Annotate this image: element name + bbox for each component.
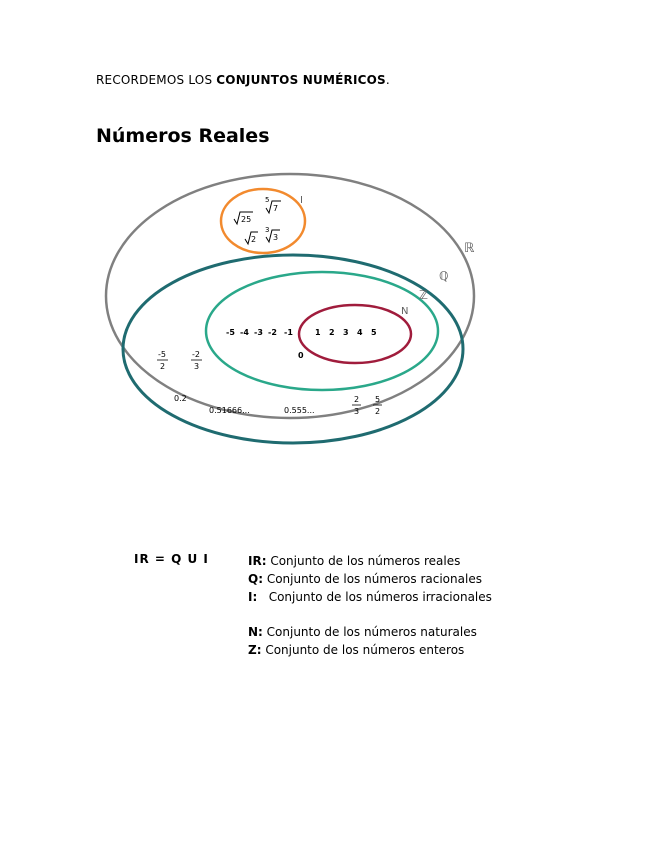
integer-item: -5 — [226, 328, 235, 337]
definition-key: Z: — [248, 643, 262, 657]
definition-key: IR: — [248, 554, 267, 568]
intro-line: RECORDEMOS LOS CONJUNTOS NUMÉRICOS. — [96, 73, 390, 87]
fraction-denominator: 2 — [375, 407, 380, 416]
fraction-numerator: -2 — [192, 350, 200, 359]
definition-item: IR: Conjunto de los números reales — [248, 552, 492, 570]
fraction-numerator: 2 — [354, 395, 359, 404]
definition-item: Z: Conjunto de los números enteros — [248, 641, 492, 659]
set-i-ellipse — [219, 187, 307, 255]
definition-text: Conjunto de los números racionales — [263, 572, 482, 586]
irrational-sqrt-25: 25 — [233, 211, 253, 226]
set-n-ellipse — [297, 303, 413, 365]
integer-item: -4 — [240, 328, 249, 337]
natural-item: 2 — [329, 328, 335, 337]
fraction-denominator: 2 — [160, 362, 165, 371]
root3-index: 3 — [265, 226, 269, 234]
decimal-item: 0.555... — [284, 406, 315, 415]
fraction-2-3: 2 3 — [352, 395, 361, 416]
set-n-label: N — [401, 306, 408, 317]
set-z-ellipse — [204, 270, 440, 392]
set-q-ellipse — [121, 253, 465, 445]
intro-prefix: RECORDEMOS LOS — [96, 73, 217, 87]
fraction-denominator: 3 — [194, 362, 199, 371]
definitions-spacer — [248, 606, 492, 623]
irrational-sqrt-2: 2 — [244, 231, 258, 246]
definition-item: I: Conjunto de los números irracionales — [248, 588, 492, 606]
fraction-numerator: -5 — [158, 350, 166, 359]
set-i-label: I — [300, 195, 303, 206]
root5-index: 5 — [265, 196, 269, 204]
set-r-ellipse — [104, 172, 476, 420]
fraction-neg-2-3: -2 3 — [191, 350, 202, 371]
integers-row: -5 -4 -3 -2 -1 — [226, 328, 293, 337]
definition-text: Conjunto de los números reales — [266, 554, 461, 568]
integer-item: -2 — [268, 328, 277, 337]
naturals-row: 1 2 3 4 5 — [315, 328, 377, 337]
irrational-root-5-7: 5 7 — [265, 196, 281, 215]
set-q-label: ℚ — [439, 269, 448, 283]
fraction-denominator: 3 — [354, 407, 359, 416]
definition-key: I: — [248, 590, 258, 604]
sqrt25-radicand: 25 — [241, 215, 251, 224]
root5-radicand: 7 — [273, 204, 278, 213]
irrational-root-3-3: 3 3 — [265, 226, 280, 244]
set-r-label: ℝ — [464, 241, 475, 256]
integer-item: -1 — [284, 328, 293, 337]
intro-suffix: . — [385, 73, 390, 87]
fraction-5-2: 5 2 — [373, 395, 382, 416]
definition-text: Conjunto de los números irracionales — [257, 590, 492, 604]
formula: IR = Q U I — [134, 552, 209, 566]
definition-text: Conjunto de los números naturales — [262, 625, 477, 639]
page-title: Números Reales — [96, 125, 270, 147]
definition-key: N: — [248, 625, 263, 639]
definition-item: Q: Conjunto de los números racionales — [248, 570, 492, 588]
zero-label: 0 — [298, 351, 304, 360]
root3-radicand: 3 — [273, 233, 278, 242]
fraction-numerator: 5 — [375, 395, 380, 404]
integer-item: -3 — [254, 328, 263, 337]
fraction-neg-5-2: -5 2 — [157, 350, 168, 371]
sqrt2-radicand: 2 — [251, 235, 256, 244]
natural-item: 4 — [357, 328, 363, 337]
decimal-item: 0.2 — [174, 394, 187, 403]
definitions-list: IR: Conjunto de los números reales Q: Co… — [248, 552, 492, 659]
natural-item: 1 — [315, 328, 321, 337]
intro-bold: CONJUNTOS NUMÉRICOS — [216, 73, 386, 87]
definition-item: N: Conjunto de los números naturales — [248, 623, 492, 641]
natural-item: 3 — [343, 328, 349, 337]
decimal-item: 0.51666... — [209, 406, 250, 415]
set-z-label: ℤ — [419, 288, 428, 302]
natural-item: 5 — [371, 328, 377, 337]
definition-key: Q: — [248, 572, 263, 586]
definition-text: Conjunto de los números enteros — [261, 643, 465, 657]
